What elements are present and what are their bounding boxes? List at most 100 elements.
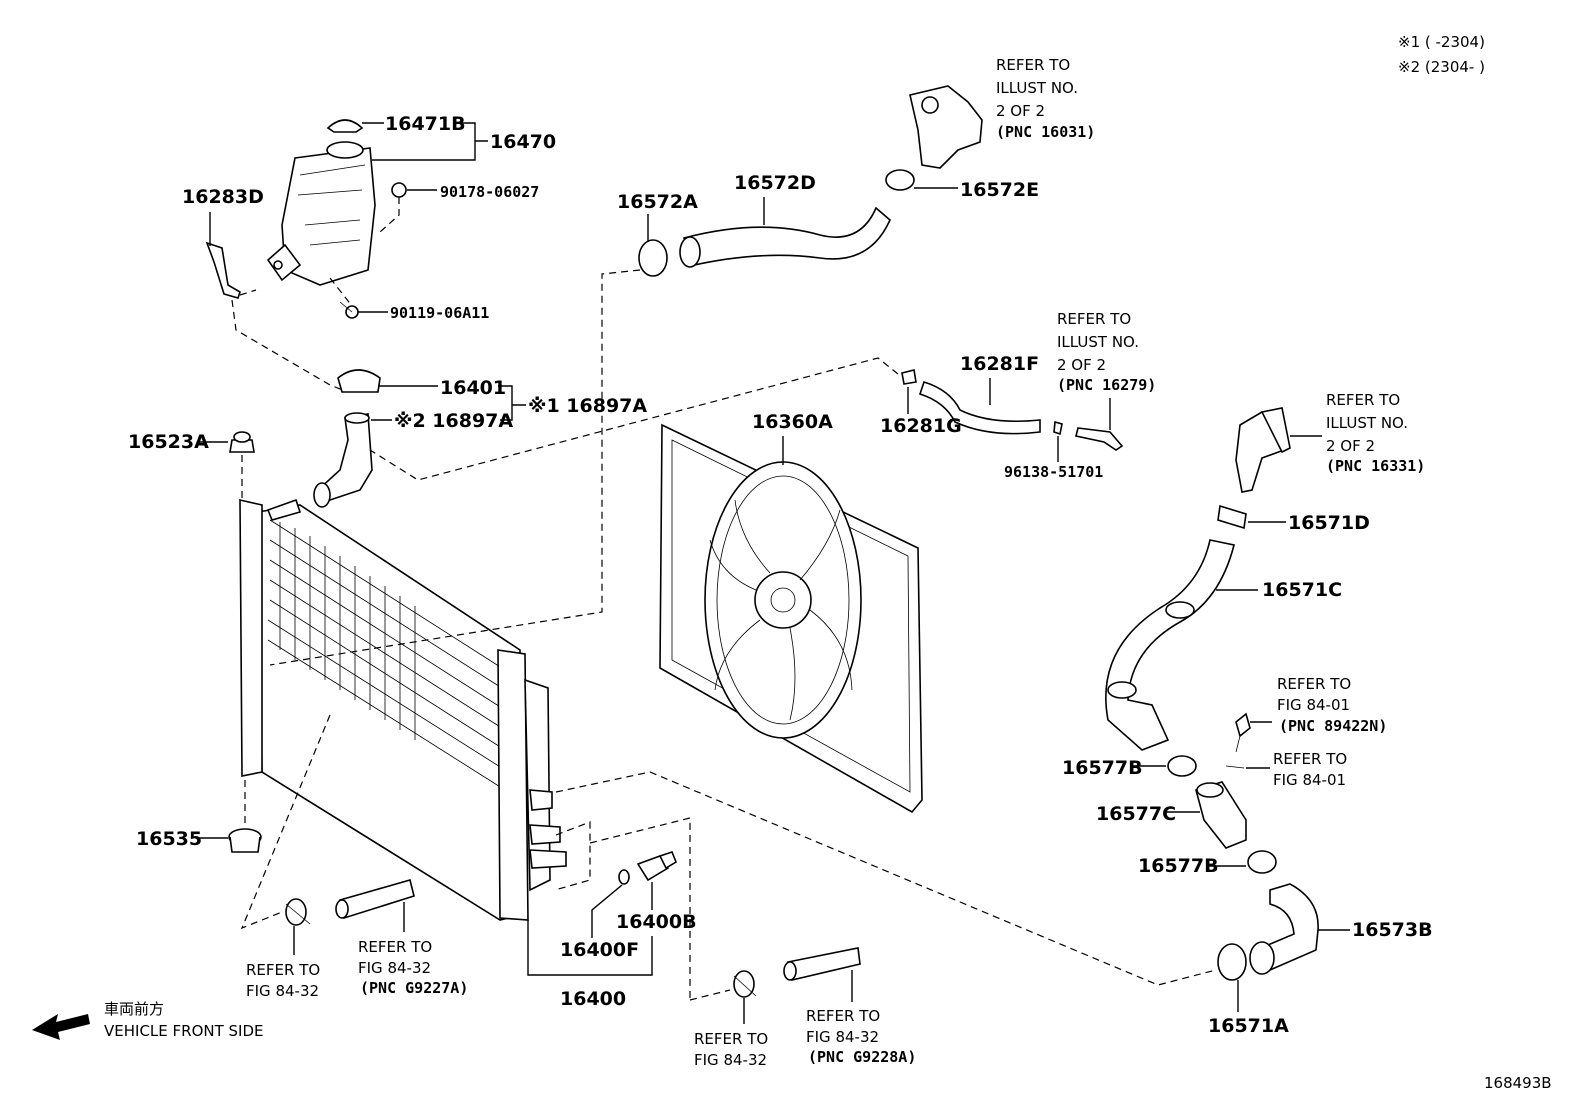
label-16573b: 16573B [1352, 919, 1433, 941]
ref-pnc-g9227a: REFER TO FIG 84-32 (PNC G9227A) [358, 938, 468, 997]
reservoir-tank [266, 141, 376, 286]
svg-text:REFER TO: REFER TO [1057, 310, 1131, 328]
hose-16571c [1105, 539, 1235, 751]
hose-16572d [679, 206, 891, 268]
ref-pnc-89422n: REFER TO FIG 84-01 (PNC 89422N) [1277, 675, 1387, 735]
svg-text:2 OF 2: 2 OF 2 [996, 102, 1045, 120]
label-16401: 16401 [440, 377, 506, 399]
svg-text:REFER TO: REFER TO [1326, 391, 1400, 409]
note-1: ※1 ( -2304) [1398, 33, 1485, 51]
grommet-16523a [229, 431, 255, 453]
svg-text:REFER TO: REFER TO [806, 1007, 880, 1025]
vehicle-front-arrow-icon [32, 1014, 90, 1040]
label-16577b-upper: 16577B [1062, 757, 1143, 779]
label-96138-51701: 96138-51701 [1004, 463, 1103, 481]
label-16572a: 16572A [617, 191, 698, 213]
label-16523a: 16523A [128, 431, 209, 453]
svg-text:REFER TO: REFER TO [996, 56, 1070, 74]
clamp-16577b-lower [1247, 850, 1277, 874]
ref-pnc-16031: REFER TO ILLUST NO. 2 OF 2 (PNC 16031) [996, 56, 1095, 141]
thermostat-housing [909, 85, 983, 169]
label-16572e: 16572E [960, 179, 1039, 201]
label-16283d: 16283D [182, 186, 264, 208]
label-16897a-note2: ※2 16897A [394, 410, 513, 432]
svg-text:REFER TO: REFER TO [1273, 750, 1347, 768]
sensor-89422n [1235, 712, 1251, 753]
ref-pnc-g9228a: REFER TO FIG 84-32 (PNC G9228A) [806, 1007, 916, 1066]
clamp-16571a [1217, 943, 1247, 981]
reservoir-cap [326, 119, 364, 133]
svg-text:(PNC 89422N): (PNC 89422N) [1279, 717, 1387, 735]
clamp-16577b-upper [1167, 755, 1197, 777]
label-16400: 16400 [560, 988, 626, 1010]
note-2: ※2 (2304- ) [1398, 58, 1485, 76]
svg-text:2 OF 2: 2 OF 2 [1326, 437, 1375, 455]
label-16400f: 16400F [560, 939, 639, 961]
clamp-g9227 [285, 898, 311, 926]
clamp-16571d [1217, 504, 1247, 530]
bolt-90119 [329, 277, 359, 319]
label-16571c: 16571C [1262, 579, 1342, 601]
ref-pnc-16279: REFER TO ILLUST NO. 2 OF 2 (PNC 16279) [1057, 310, 1156, 394]
clamp-16572a [638, 239, 668, 277]
label-90178-06027: 90178-06027 [440, 183, 539, 201]
illustration-id: 168493B [1484, 1074, 1552, 1092]
svg-text:ILLUST NO.: ILLUST NO. [996, 79, 1078, 97]
svg-text:REFER TO: REFER TO [694, 1030, 768, 1048]
hose-16281f [918, 381, 1041, 435]
label-16470: 16470 [490, 131, 556, 153]
label-16571d: 16571D [1288, 512, 1370, 534]
clamp-g9228 [733, 970, 757, 998]
svg-text:REFER TO: REFER TO [358, 938, 432, 956]
label-16577b-lower: 16577B [1138, 855, 1219, 877]
svg-text:FIG 84-32: FIG 84-32 [358, 959, 431, 977]
filler-neck [313, 412, 373, 508]
hose-g9227a [335, 879, 415, 920]
svg-text:REFER TO: REFER TO [246, 961, 320, 979]
ref-fig-84-32-right: REFER TO FIG 84-32 [694, 1030, 768, 1069]
hose-16573b [1249, 883, 1319, 975]
joint-16577c [1195, 781, 1247, 849]
svg-text:REFER TO: REFER TO [1277, 675, 1351, 693]
svg-text:FIG 84-32: FIG 84-32 [694, 1051, 767, 1069]
drain-plug-16400b [636, 851, 677, 882]
radiator-cap [337, 369, 381, 393]
label-90119-06a11: 90119-06A11 [390, 304, 489, 322]
radiator [239, 498, 567, 921]
label-16897a-note1: ※1 16897A [528, 395, 647, 417]
ref-fig-84-01: REFER TO FIG 84-01 [1273, 750, 1347, 789]
svg-text:(PNC G9227A): (PNC G9227A) [360, 979, 468, 997]
label-16400b: 16400B [616, 911, 697, 933]
label-16360a: 16360A [752, 411, 833, 433]
svg-text:(PNC 16031): (PNC 16031) [996, 123, 1095, 141]
label-16281f: 16281F [960, 353, 1039, 375]
o-ring-16400f [618, 869, 630, 885]
svg-text:(PNC 16279): (PNC 16279) [1057, 376, 1156, 394]
water-inlet-16331 [1235, 407, 1291, 493]
clamp-16572e [885, 169, 915, 191]
ref-pnc-16331: REFER TO ILLUST NO. 2 OF 2 (PNC 16331) [1326, 391, 1425, 475]
svg-text:FIG 84-32: FIG 84-32 [806, 1028, 879, 1046]
clip-90178 [379, 182, 407, 233]
svg-text:(PNC G9228A): (PNC G9228A) [808, 1048, 916, 1066]
label-16571a: 16571A [1208, 1015, 1289, 1037]
ref-fig-84-32-left: REFER TO FIG 84-32 [246, 961, 320, 1000]
svg-text:(PNC 16331): (PNC 16331) [1326, 457, 1425, 475]
svg-text:ILLUST NO.: ILLUST NO. [1326, 414, 1408, 432]
front-label-en: VEHICLE FRONT SIDE [104, 1022, 264, 1040]
fan-shroud-16360a [659, 423, 923, 814]
svg-text:FIG 84-01: FIG 84-01 [1277, 696, 1350, 714]
label-16281g: 16281G [880, 415, 962, 437]
label-16471b: 16471B [385, 113, 466, 135]
label-16572d: 16572D [734, 172, 816, 194]
svg-text:FIG 84-01: FIG 84-01 [1273, 771, 1346, 789]
hose-g9228a [783, 947, 861, 981]
clip-16281g [901, 369, 917, 385]
bracket-16283d [205, 241, 257, 299]
grommet-16535 [228, 828, 262, 853]
label-16535: 16535 [136, 828, 202, 850]
label-16577c: 16577C [1096, 803, 1176, 825]
svg-text:FIG 84-32: FIG 84-32 [246, 982, 319, 1000]
front-label-jp: 車両前方 [104, 1000, 164, 1018]
